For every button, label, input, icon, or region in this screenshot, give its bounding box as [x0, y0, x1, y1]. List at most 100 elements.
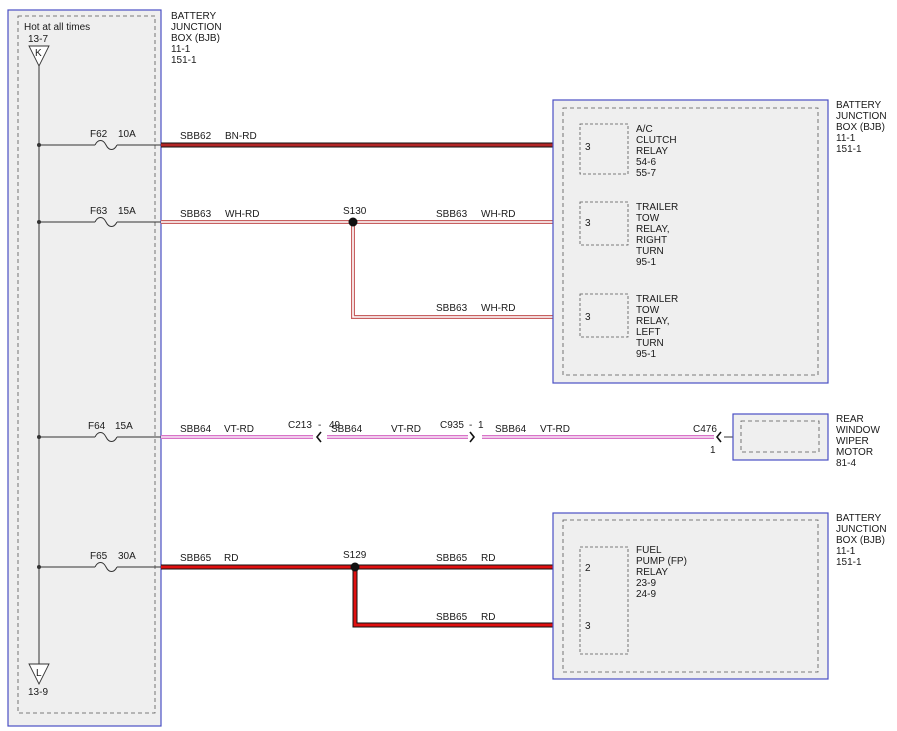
wire-sbb65-a-color: RD: [224, 553, 238, 564]
relay-trailer-right-line6: 95-1: [636, 257, 656, 268]
bjb-right-bottom-line4: 11-1: [836, 546, 856, 557]
relay-trailer-right-line2: TOW: [636, 213, 660, 224]
connector-c476-icon: [715, 431, 722, 443]
hot-at-all-times-label: Hot at all times: [24, 22, 90, 33]
bjb-main-label-line5: 151-1: [171, 55, 197, 66]
motor-label-line4: MOTOR: [836, 447, 873, 458]
relay-fuel-pump-line2: PUMP (FP): [636, 556, 687, 567]
wire-sbb64-b-color: VT-RD: [391, 424, 421, 435]
relay-ac-clutch-line1: A/C: [636, 124, 653, 135]
wire-sbb63-b-color: WH-RD: [481, 209, 515, 220]
relay-fuel-pump-box: [579, 546, 629, 655]
relay-trailer-right-box: [579, 201, 629, 246]
relay-ac-clutch-line3: RELAY: [636, 146, 668, 157]
wire-sbb63-a-circuit: SBB63: [180, 209, 212, 220]
relay-trailer-left-pin: 3: [585, 312, 591, 323]
relay-fuel-pump-pin-b: 3: [585, 621, 591, 632]
connector-c213-icon: [315, 431, 322, 443]
bjb-main-label-line3: BOX (BJB): [171, 33, 220, 44]
bjb-right-top-line1: BATTERY: [836, 100, 882, 111]
wire-sbb62-color: BN-RD: [225, 131, 257, 142]
wire-sbb65-c-circuit: SBB65: [436, 612, 468, 623]
relay-trailer-right-pin: 3: [585, 218, 591, 229]
fuse-f64: F64 15A: [37, 421, 161, 442]
bjb-right-bottom-line1: BATTERY: [836, 513, 882, 524]
wire-sbb65-c-color: RD: [481, 612, 495, 623]
connector-c476-label: C476: [693, 424, 717, 435]
relay-trailer-right-line4: RIGHT: [636, 235, 667, 246]
bjb-right-top-line5: 151-1: [836, 144, 862, 155]
fuse-f63-amp: 15A: [118, 206, 136, 217]
relay-trailer-left-line3: RELAY,: [636, 316, 670, 327]
bjb-main-label-line2: JUNCTION: [171, 22, 222, 33]
wire-sbb64-c-circuit: SBB64: [495, 424, 527, 435]
bjb-right-top-line3: BOX (BJB): [836, 122, 885, 133]
connector-l-label: L: [36, 668, 42, 679]
bjb-right-top-box: [552, 99, 829, 384]
fuse-f63: F63 15A: [37, 206, 161, 227]
bjb-main-label-line4: 11-1: [171, 44, 191, 55]
connector-c213-pin: 49: [329, 420, 341, 431]
wire-sbb64-c-color: VT-RD: [540, 424, 570, 435]
wire-sbb65-b-color: RD: [481, 553, 495, 564]
connector-c476-pin: 1: [710, 445, 716, 456]
relay-fuel-pump-pin-a: 2: [585, 563, 591, 574]
bjb-right-bottom-line3: BOX (BJB): [836, 535, 885, 546]
bjb-right-bottom-line2: JUNCTION: [836, 524, 887, 535]
fuse-f63-id: F63: [90, 206, 108, 217]
bottom-ref-label: 13-9: [28, 687, 48, 698]
bjb-main-label-line1: BATTERY: [171, 11, 217, 22]
wire-sbb62-circuit: SBB62: [180, 131, 212, 142]
relay-trailer-right-line5: TURN: [636, 246, 664, 257]
relay-ac-clutch-line4: 54-6: [636, 157, 656, 168]
splice-s130-label: S130: [343, 206, 367, 217]
fuse-f62-id: F62: [90, 129, 108, 140]
bjb-main-inner-dashed: [17, 15, 156, 714]
connector-c935-pin: 1: [478, 420, 484, 431]
connector-c935-label: C935: [440, 420, 464, 431]
wire-sbb63-c-circuit: SBB63: [436, 303, 468, 314]
motor-label-line5: 81-4: [836, 458, 856, 469]
bjb-main-box: [7, 9, 162, 727]
relay-ac-clutch-line2: CLUTCH: [636, 135, 677, 146]
fuse-symbol: [94, 217, 118, 227]
motor-label-line2: WINDOW: [836, 425, 880, 436]
fuse-f62-amp: 10A: [118, 129, 136, 140]
relay-trailer-left-line1: TRAILER: [636, 294, 678, 305]
wire-sbb64-a-color: VT-RD: [224, 424, 254, 435]
motor-label-line3: WIPER: [836, 436, 869, 447]
relay-fuel-pump-line3: RELAY: [636, 567, 668, 578]
wire-sbb63: [161, 220, 580, 319]
fuse-f64-id: F64: [88, 421, 106, 432]
wire-sbb65-b-circuit: SBB65: [436, 553, 468, 564]
fuse-f64-amp: 15A: [115, 421, 133, 432]
relay-trailer-right-line1: TRAILER: [636, 202, 678, 213]
bjb-right-bottom-box: [552, 512, 829, 680]
fuse-symbol: [94, 562, 118, 572]
splice-s130-dot: [348, 217, 358, 227]
relay-fuel-pump-line1: FUEL: [636, 545, 662, 556]
relay-trailer-left-line4: LEFT: [636, 327, 660, 338]
wire-sbb63-c-color: WH-RD: [481, 303, 515, 314]
relay-trailer-right-line3: RELAY,: [636, 224, 670, 235]
fuse-f65: F65 30A: [37, 551, 161, 572]
wire-sbb65: [161, 564, 580, 628]
splice-s129-dot: [350, 562, 360, 572]
bjb-right-top-line2: JUNCTION: [836, 111, 887, 122]
connector-k-triangle: [28, 45, 50, 68]
relay-ac-clutch-line5: 55-7: [636, 168, 656, 179]
connector-l-triangle: [28, 663, 50, 686]
bjb-right-top-line4: 11-1: [836, 133, 856, 144]
relay-trailer-left-box: [579, 293, 629, 338]
relay-trailer-left-line5: TURN: [636, 338, 664, 349]
wiper-motor-inner: [740, 420, 820, 453]
fuse-f65-id: F65: [90, 551, 108, 562]
relay-fuel-pump-line5: 24-9: [636, 589, 656, 600]
relay-fuel-pump-line4: 23-9: [636, 578, 656, 589]
wire-sbb64-b-circuit: SBB64: [331, 424, 363, 435]
connector-c213-dash: -: [318, 420, 321, 431]
splice-s129-label: S129: [343, 550, 367, 561]
connector-k-label: K: [35, 48, 42, 59]
relay-ac-clutch-box: [579, 123, 629, 175]
fuse-symbol: [94, 140, 118, 150]
